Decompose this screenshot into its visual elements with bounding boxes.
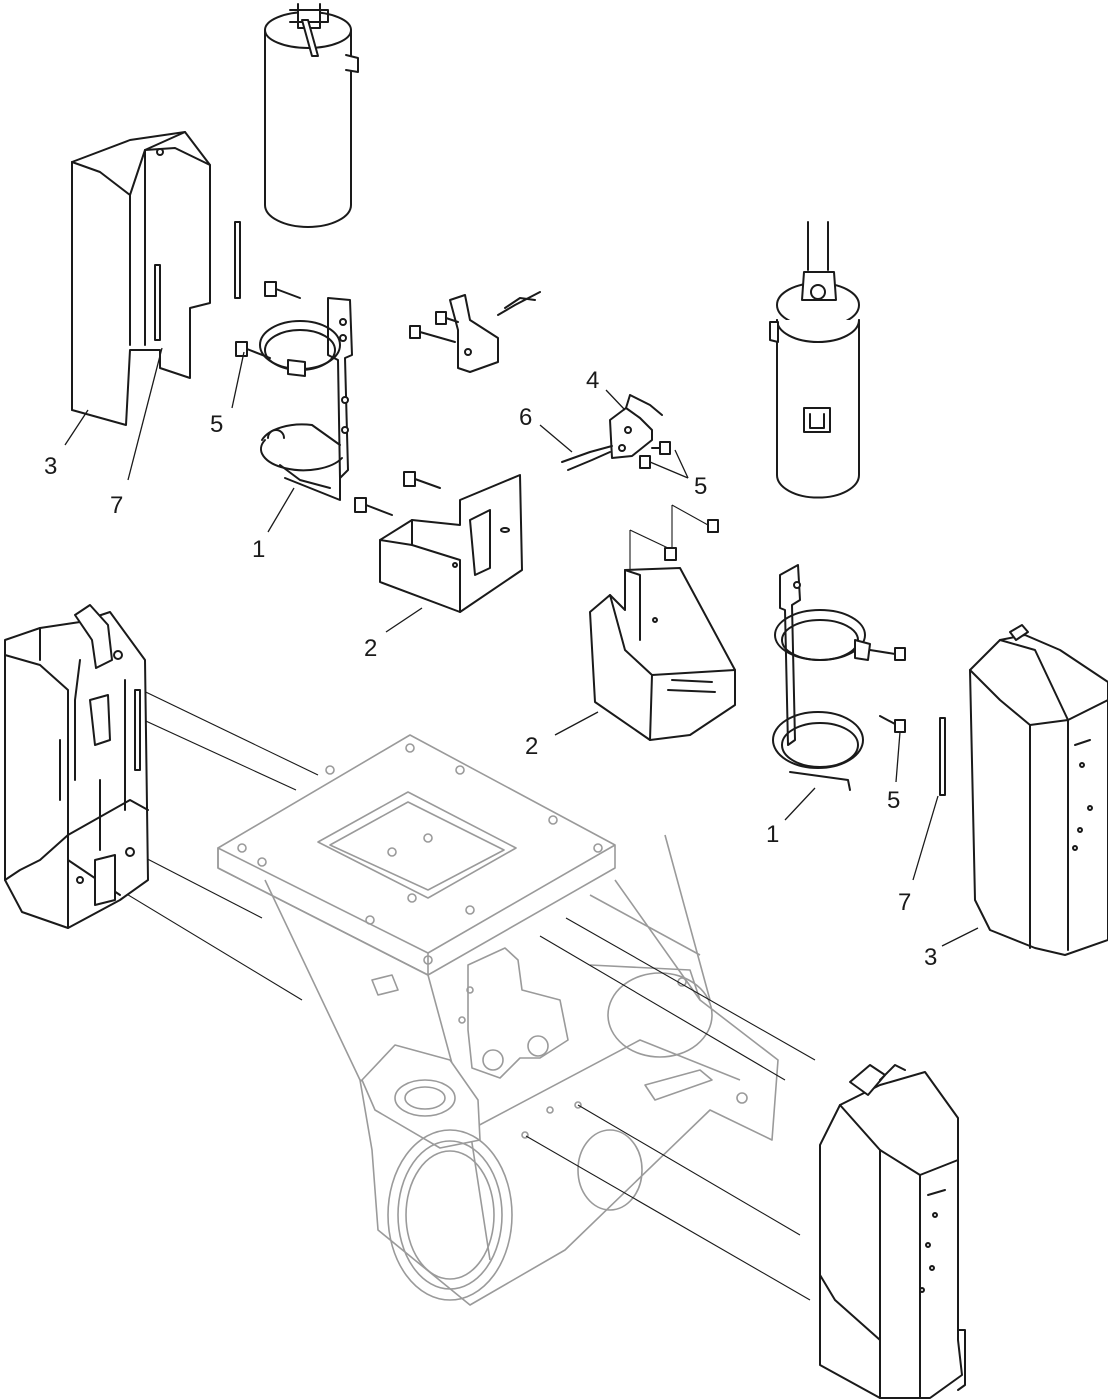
callouts: 3 7 5 1 2 4 6 5 2 5 1 7 3 <box>44 367 937 971</box>
extinguisher-top <box>264 3 359 228</box>
callout-1-right: 1 <box>766 821 779 848</box>
shield-left <box>71 131 211 426</box>
projection-lines <box>99 504 816 1301</box>
callout-5-right-top: 5 <box>694 473 707 500</box>
callout-6: 6 <box>519 404 532 431</box>
latch-top <box>409 291 541 373</box>
ghosted-frame <box>217 734 779 1306</box>
extinguisher-right <box>769 221 860 499</box>
callout-3-left: 3 <box>44 453 57 480</box>
leader-lines <box>64 347 979 947</box>
screws-left <box>235 281 441 516</box>
tray-right <box>589 519 736 741</box>
strip-left <box>234 221 241 299</box>
callout-5-right: 5 <box>887 787 900 814</box>
callout-2-right: 2 <box>525 733 538 760</box>
callout-4: 4 <box>586 367 599 394</box>
callout-5-left: 5 <box>210 411 223 438</box>
bracket-right <box>772 564 906 791</box>
assembly-right <box>819 1064 966 1399</box>
strip-right <box>939 717 946 796</box>
shield-right <box>969 624 1108 956</box>
callout-7-right: 7 <box>898 889 911 916</box>
tray-left <box>379 474 523 613</box>
callout-1-left: 1 <box>252 536 265 563</box>
callout-7-left: 7 <box>110 492 123 519</box>
callout-3-right: 3 <box>924 944 937 971</box>
assembly-left <box>4 604 149 929</box>
bracket-left <box>259 297 353 501</box>
latch-middle <box>561 394 671 471</box>
callout-2-left: 2 <box>364 635 377 662</box>
